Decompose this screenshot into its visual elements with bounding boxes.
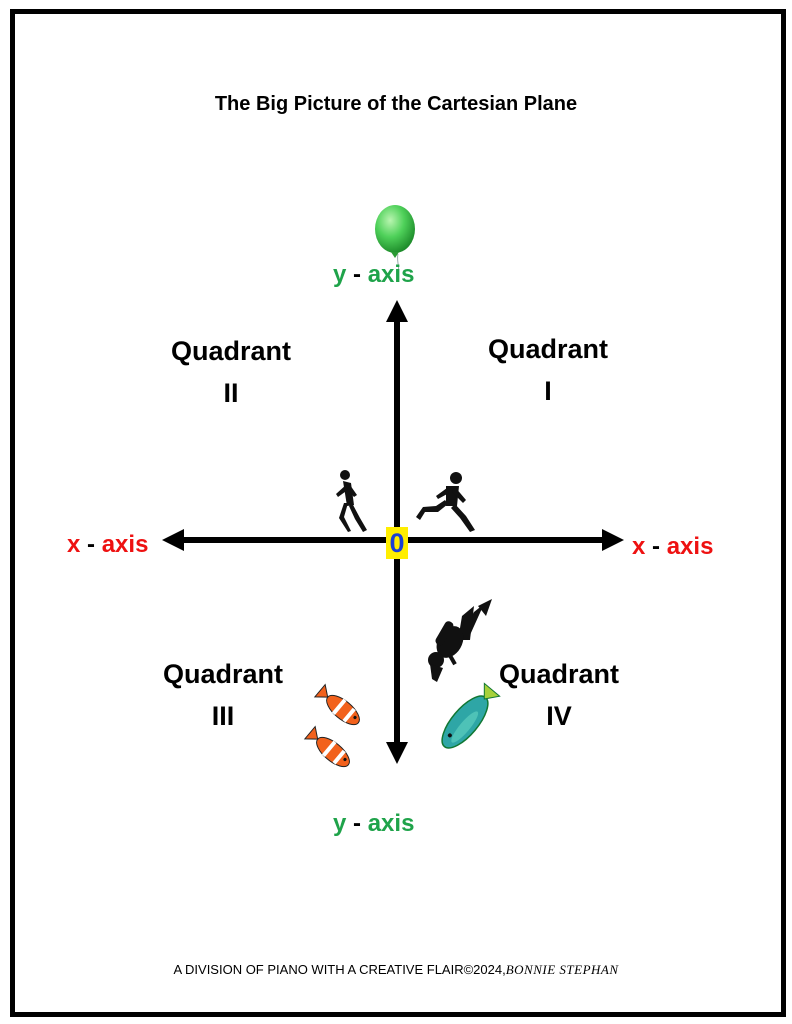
quadrant-1-label: Quadrant I bbox=[463, 328, 633, 412]
footer-text: A DIVISION OF PIANO WITH A CREATIVE FLAI… bbox=[173, 962, 506, 977]
y-variable: y bbox=[333, 810, 347, 837]
quadrant-3-label: Quadrant III bbox=[138, 653, 308, 737]
origin-label: 0 bbox=[386, 527, 408, 559]
parrotfish-icon bbox=[441, 682, 501, 749]
clownfish-icon bbox=[303, 683, 360, 768]
quadrant-word: Quadrant bbox=[487, 334, 608, 364]
axis-dash: - bbox=[87, 531, 96, 558]
y-axis-bottom-arrow bbox=[386, 742, 408, 764]
quadrant-word: Quadrant bbox=[170, 336, 291, 366]
quadrant-numeral: IV bbox=[546, 701, 572, 731]
y-axis-bottom-label: y - axis bbox=[333, 810, 414, 838]
balloon-icon bbox=[375, 205, 415, 277]
runner-left-icon bbox=[336, 470, 367, 532]
axis-dash: - bbox=[353, 261, 362, 288]
x-axis-left-label: x - axis bbox=[67, 531, 148, 559]
quadrant-numeral: III bbox=[211, 701, 235, 731]
x-axis-right-label: x - axis bbox=[632, 533, 713, 561]
quadrant-2-label: Quadrant II bbox=[146, 330, 316, 414]
x-axis-right-arrow bbox=[602, 529, 624, 551]
axis-dash: - bbox=[652, 533, 661, 560]
quadrant-4-label: Quadrant IV bbox=[474, 653, 644, 737]
runner-right-icon bbox=[416, 472, 475, 532]
quadrant-word: Quadrant bbox=[162, 659, 283, 689]
axis-word: axis bbox=[666, 533, 714, 560]
y-axis-top-arrow bbox=[386, 300, 408, 322]
diver-icon bbox=[428, 599, 492, 682]
x-variable: x bbox=[632, 533, 646, 560]
y-variable: y bbox=[333, 261, 347, 288]
x-variable: x bbox=[67, 531, 81, 558]
page-frame bbox=[10, 9, 786, 1017]
axis-word: axis bbox=[101, 531, 149, 558]
page-title: The Big Picture of the Cartesian Plane bbox=[214, 93, 578, 115]
footer-author: BONNIE STEPHAN bbox=[505, 962, 619, 977]
axis-word: axis bbox=[367, 261, 415, 288]
axis-word: axis bbox=[367, 810, 415, 837]
quadrant-numeral: II bbox=[223, 378, 239, 408]
footer-credit: A DIVISION OF PIANO WITH A CREATIVE FLAI… bbox=[0, 962, 792, 978]
quadrant-numeral: I bbox=[544, 376, 552, 406]
quadrant-word: Quadrant bbox=[498, 659, 619, 689]
x-axis-left-arrow bbox=[162, 529, 184, 551]
y-axis-top-label: y - axis bbox=[333, 261, 414, 289]
axis-dash: - bbox=[353, 810, 362, 837]
